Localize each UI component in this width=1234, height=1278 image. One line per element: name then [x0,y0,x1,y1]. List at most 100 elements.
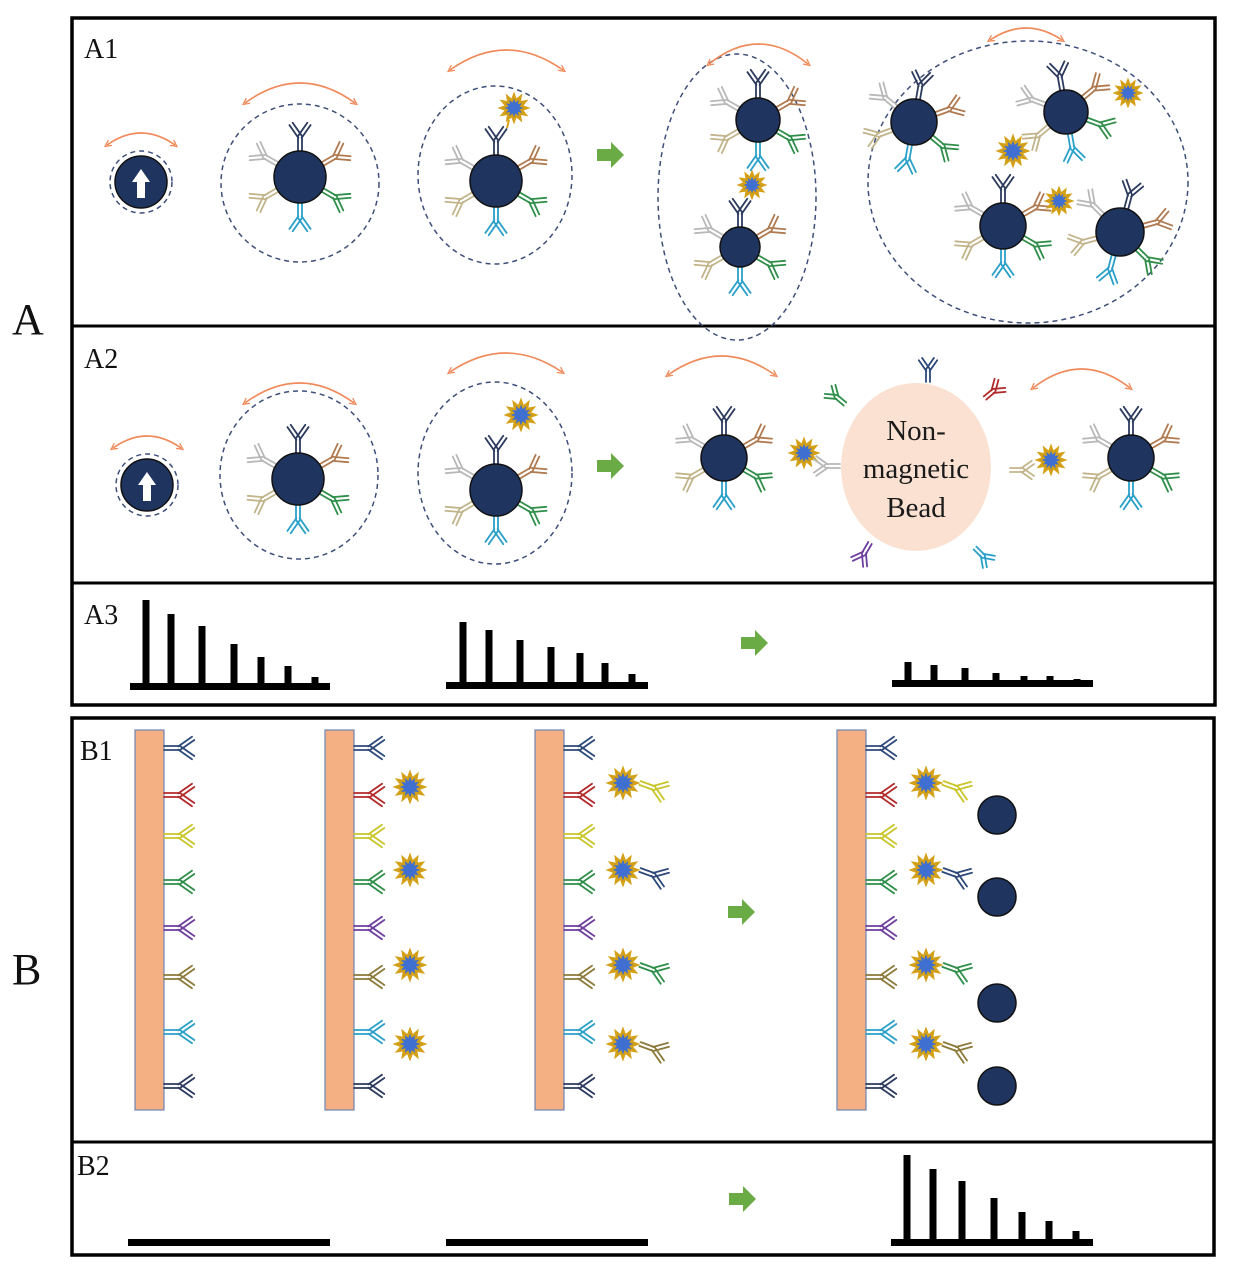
antibody-icon [286,423,310,454]
antibody-icon [929,134,960,163]
spectrum-peak-bar [516,640,524,685]
bare-nanoparticle [107,132,175,214]
target-antigen-icon [908,765,944,801]
panel-label-a1: A1 [84,34,118,65]
antibody-icon [1046,60,1070,92]
antibody-icon [248,140,280,167]
antibody-icon [516,500,548,527]
spectrum-peak-bar [1072,1231,1080,1242]
magnetic-nanoparticle [719,226,761,268]
antibody-icon [1119,480,1143,511]
antibody-icon [248,187,280,214]
antibody-icon [320,187,352,214]
spectrum-peak-bar [961,668,969,683]
spectrum-chart-4 [128,1239,330,1246]
antibody-icon [742,466,773,493]
antibody-icon [484,206,508,237]
antibody-icon [1141,207,1174,231]
antibody-icon [353,735,386,761]
capture-surface [134,729,165,1111]
magnetic-nanoparticle [469,463,523,517]
antibody-icon [941,1041,973,1064]
antibody-icon [563,782,596,808]
spectrum-peak-bar [929,1169,937,1242]
magnetic-moment-arrow-icon [132,169,150,198]
rotation-arrow-icon [450,49,563,70]
antibody-icon [894,143,917,175]
antibody-icon [246,489,278,516]
magnetic-nanoparticle [977,877,1017,917]
antibody-icon [318,489,350,516]
antibody-icon [954,191,985,218]
panel-a1 [107,27,1189,341]
antibody-icon [941,962,973,985]
antibody-icon [444,144,476,171]
antibody-coated-nanoparticle [246,423,350,535]
spectrum-peak-bar [1073,679,1081,683]
antibody-icon [563,915,596,941]
antibody-icon [755,254,787,281]
hydrodynamic-shell [417,85,573,265]
antibody-icon [728,266,752,297]
antibody-icon [563,1073,596,1099]
panel-label-a2: A2 [84,344,118,375]
antibody-icon [163,869,196,895]
antibody-icon [693,213,725,240]
antibody-coated-nanoparticle [954,173,1052,279]
spectrum-peak-bar [992,673,1000,683]
spectrum-peak-bar [284,666,292,686]
antibody-icon [444,500,476,527]
antibody-icon [638,1041,670,1064]
capture-surface [836,729,867,1111]
spectrum-peak-bar [1046,676,1054,683]
antibody-icon [1021,123,1052,152]
rotation-arrow-icon [113,435,181,448]
frame-a-border [70,16,1217,707]
antibody-icon [563,869,596,895]
antibody-icon [1021,191,1052,218]
target-antigen-icon [787,436,821,470]
magnetic-moment-arrow-icon [138,472,156,501]
bead-text-line-1: Non- [886,415,946,447]
antibody-icon [865,869,898,895]
spectrum-peak-bar [311,677,319,686]
antibody-icon [1009,459,1035,481]
antibody-icon [353,1073,386,1099]
spectrum-peak-bar [601,663,609,685]
target-antigen-icon [392,852,428,888]
antibody-coated-nanoparticle [1066,178,1174,286]
antibody-icon [1095,253,1119,286]
antibody-icon [163,1019,196,1045]
antibody-icon [1080,72,1111,101]
step-arrow-icon [729,1186,756,1212]
spectrum-baseline [446,682,648,689]
rotation-arrow-icon [107,132,175,145]
antibody-icon [911,69,934,101]
antibody-icon [865,1073,898,1099]
magnetic-nanoparticle [700,434,748,482]
antibody-icon [982,377,1007,401]
antibody-icon [516,453,548,480]
spectrum-chart-6 [891,1155,1093,1246]
antibody-icon [320,140,352,167]
antibody-icon [318,442,350,469]
capture-surface [324,729,355,1111]
spectrum-baseline [446,1239,648,1246]
target-antigen-icon [736,169,768,201]
spectrum-peak-bar [198,626,206,686]
target-antigen-icon [908,1026,944,1062]
antibody-icon [1134,246,1164,276]
spectrum-chart-5 [446,1239,648,1246]
spectrum-peak-bar [547,647,555,685]
antibody-icon [353,782,386,808]
spectrum-peak-bar [628,674,636,685]
step-arrow-icon [741,630,768,656]
spectrum-peak-bar [142,600,150,686]
antibody-icon [712,480,736,511]
antibody-icon [972,545,996,569]
antibody-icon [1082,466,1113,493]
antibody-icon [862,127,894,150]
antibody-icon [709,85,741,112]
spectra-charts [128,600,1093,1246]
antibody-icon [638,780,670,803]
